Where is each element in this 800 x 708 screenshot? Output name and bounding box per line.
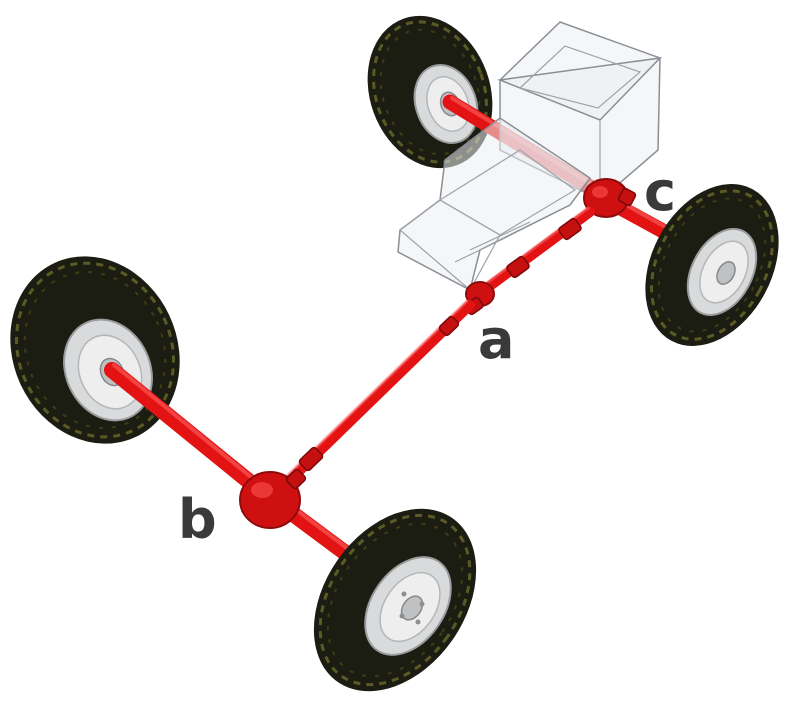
front-axle — [104, 362, 383, 583]
differential-c — [583, 178, 637, 218]
engine-gearbox-outline — [397, 21, 663, 292]
wheel-front-left — [10, 256, 180, 444]
differential-b — [239, 468, 307, 529]
wheel-rear-right — [645, 184, 779, 346]
wheel-front-right — [313, 508, 477, 692]
label-c: c — [644, 160, 676, 223]
label-b: b — [178, 488, 217, 551]
label-a: a — [478, 308, 514, 371]
propeller-shaft-front — [285, 299, 475, 485]
propeller-shaft-rear — [485, 206, 595, 291]
